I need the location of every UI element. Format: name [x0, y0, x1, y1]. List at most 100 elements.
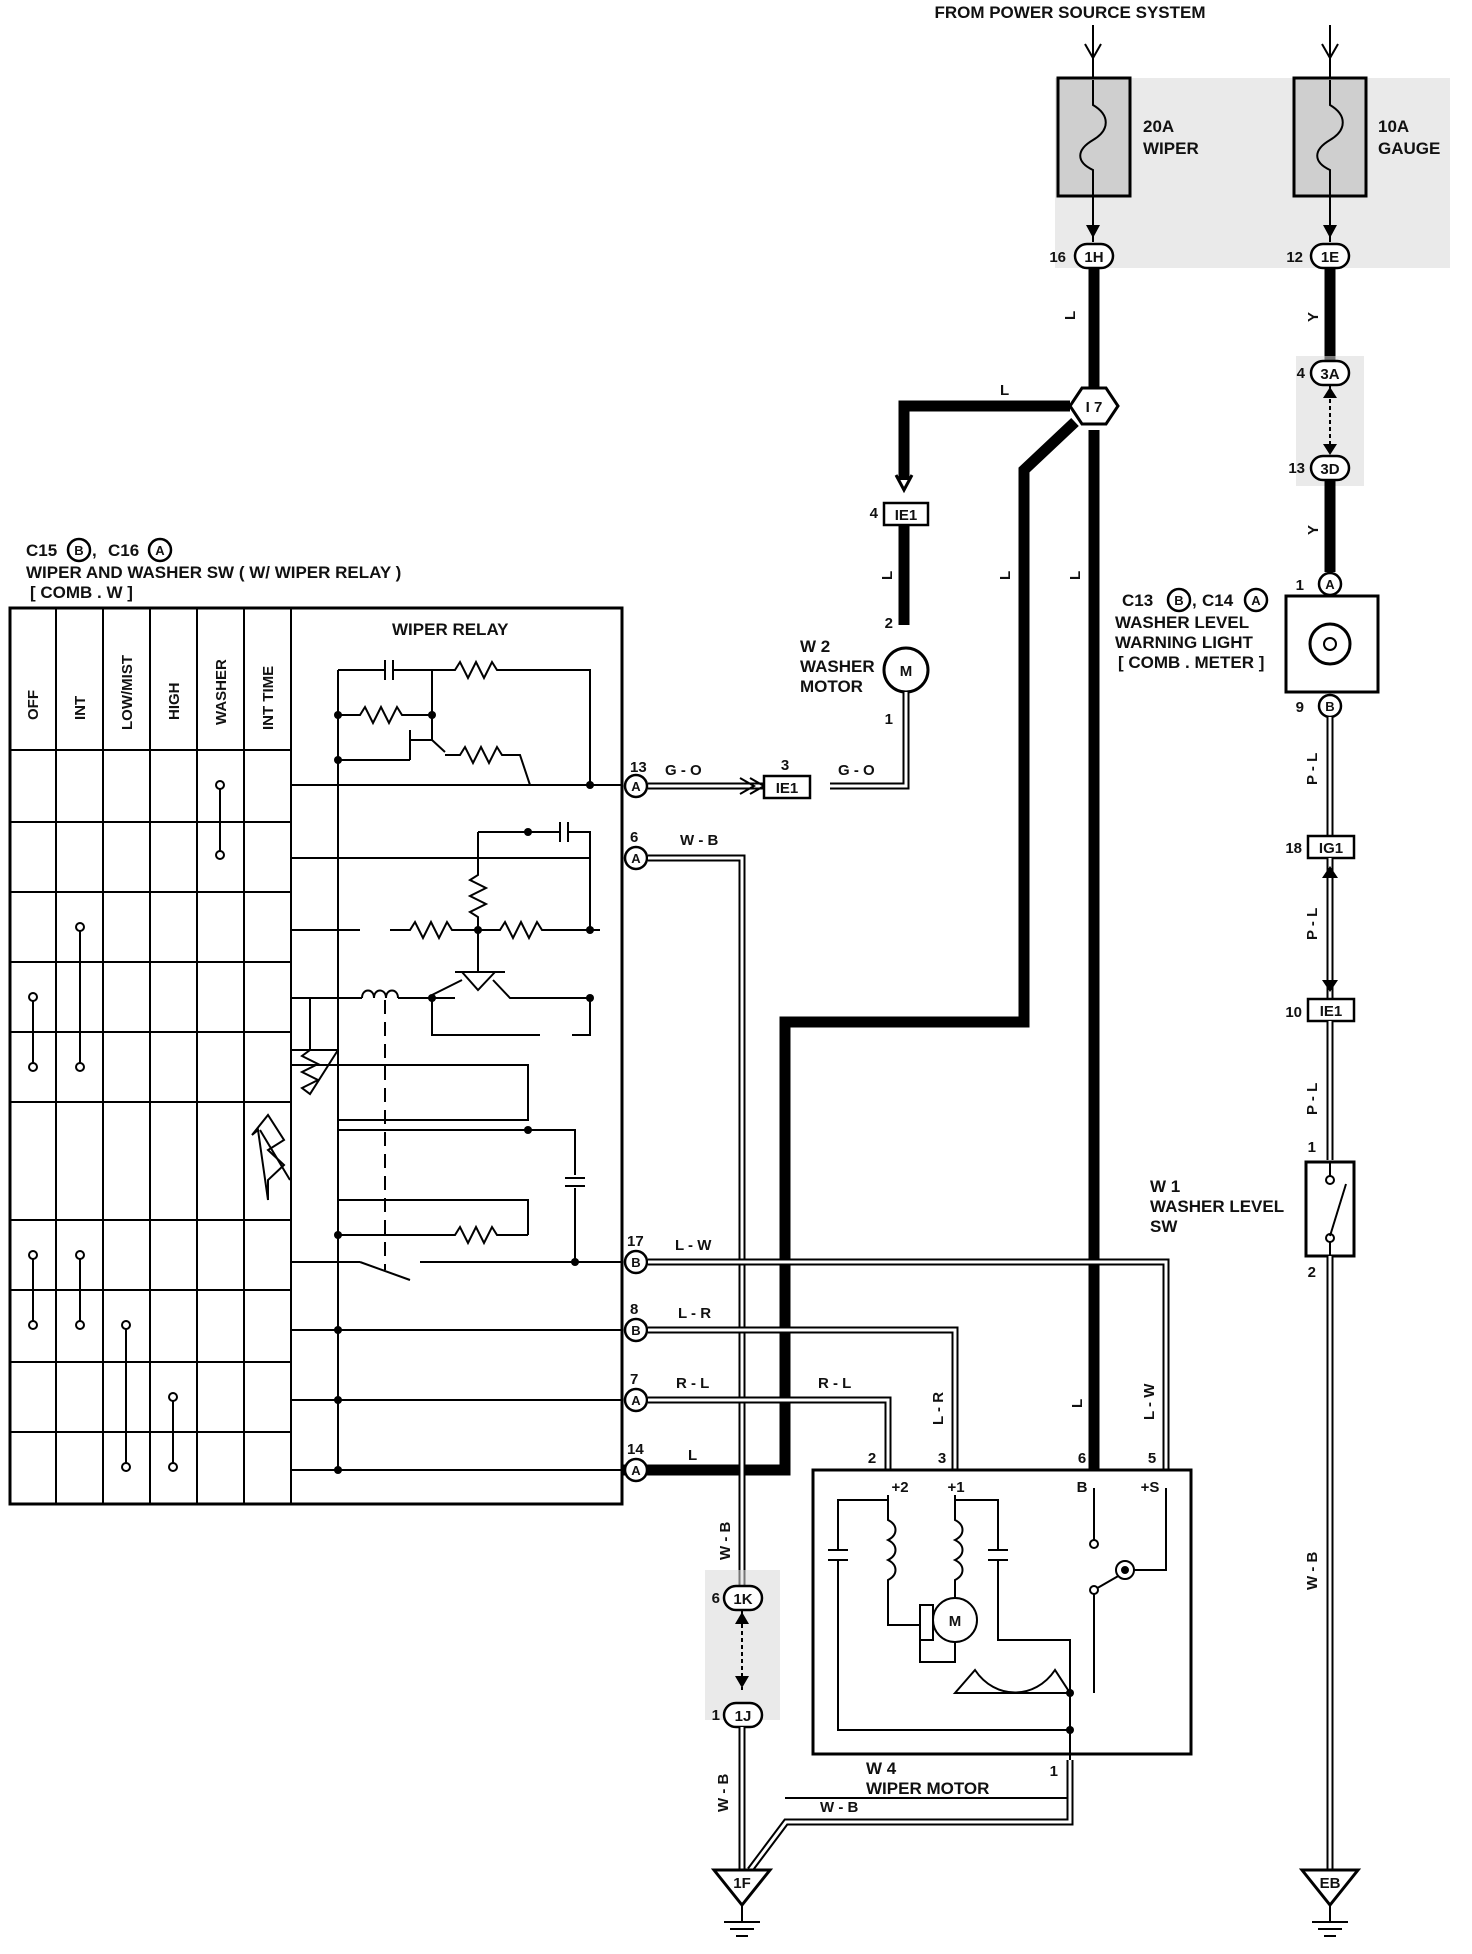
col-off: OFF — [25, 690, 42, 720]
connector-1J: 1 1J — [712, 1701, 764, 1729]
washer-motor-line1: WASHER — [800, 657, 875, 676]
switch-terminal-8: 8 B — [623, 1301, 649, 1343]
svg-text:L: L — [879, 571, 896, 580]
switch-terminal-6: 6 A — [623, 829, 649, 871]
col-high: HIGH — [166, 683, 183, 721]
svg-text:A: A — [1251, 593, 1261, 608]
svg-text:WIPER AND WASHER SW ( W/ WIPER: WIPER AND WASHER SW ( W/ WIPER RELAY ) — [26, 563, 401, 582]
switch-body — [8, 606, 624, 1506]
warning-light-label: C13 B , C14 A WASHER LEVEL WARNING LIGHT… — [1115, 587, 1269, 672]
svg-text:1: 1 — [1308, 1139, 1316, 1156]
junction-I7: I 7 — [1068, 386, 1120, 426]
power-source-label: FROM POWER SOURCE SYSTEM — [934, 3, 1205, 22]
ground-1F: 1F — [710, 1868, 774, 1937]
svg-text:,: , — [92, 541, 97, 560]
svg-text:WARNING LIGHT: WARNING LIGHT — [1115, 633, 1253, 652]
connector-IE1-3: 3 IE1 — [762, 757, 812, 800]
svg-text:C13: C13 — [1122, 591, 1153, 610]
svg-text:+1: +1 — [947, 1479, 964, 1496]
washer-motor-ref: W 2 — [800, 637, 830, 656]
fuse-2-rating: 10A — [1378, 117, 1409, 136]
switch-terminal-14: 14 A — [623, 1441, 649, 1483]
connector-1K: 6 1K — [712, 1584, 764, 1612]
svg-text:2: 2 — [868, 1450, 876, 1467]
svg-text:W 1: W 1 — [1150, 1177, 1180, 1196]
svg-text:5: 5 — [1148, 1450, 1156, 1467]
svg-text:L - W: L - W — [675, 1237, 712, 1254]
svg-text:R - L: R - L — [676, 1375, 709, 1392]
svg-text:L: L — [688, 1447, 697, 1464]
svg-text:B: B — [1325, 699, 1334, 714]
svg-text:M: M — [949, 1613, 962, 1630]
svg-text:W - B: W - B — [820, 1799, 858, 1816]
switch-title: C15 B , C16 A WIPER AND WASHER SW ( W/ W… — [26, 537, 401, 602]
svg-text:A: A — [1325, 577, 1335, 592]
svg-text:W - B: W - B — [680, 832, 718, 849]
svg-text:IE1: IE1 — [1320, 1003, 1343, 1020]
fuse-1-rating: 20A — [1143, 117, 1174, 136]
wiper-motor: 2 3 6 5 +2 +1 B +S 1 — [811, 1450, 1193, 1780]
svg-text:10: 10 — [1285, 1004, 1302, 1021]
svg-text:W - B: W - B — [1304, 1552, 1321, 1590]
svg-text:P - L: P - L — [1304, 753, 1321, 785]
svg-text:3A: 3A — [1320, 366, 1339, 383]
svg-text:6: 6 — [712, 1590, 720, 1607]
wiper-motor-internals: M — [785, 1488, 1167, 1799]
svg-text:Y: Y — [1305, 312, 1322, 322]
svg-text:L: L — [1069, 1399, 1086, 1408]
svg-text:B: B — [631, 1255, 640, 1270]
svg-text:A: A — [155, 543, 165, 558]
svg-text:,: , — [1192, 591, 1197, 610]
svg-text:WASHER LEVEL: WASHER LEVEL — [1115, 613, 1249, 632]
svg-text:1J: 1J — [735, 1708, 752, 1725]
washer-motor: 2 M 1 W 2 WASHER MOTOR — [800, 615, 930, 728]
svg-text:6: 6 — [630, 829, 638, 846]
svg-text:EB: EB — [1320, 1875, 1341, 1892]
svg-text:L: L — [1067, 571, 1084, 580]
svg-text:13: 13 — [630, 759, 647, 776]
svg-text:C14: C14 — [1202, 591, 1234, 610]
svg-text:2: 2 — [1308, 1264, 1316, 1281]
svg-text:M: M — [900, 663, 913, 680]
switch-contacts — [28, 780, 225, 1472]
svg-text:Y: Y — [1305, 525, 1322, 535]
svg-text:W - B: W - B — [715, 1774, 732, 1812]
svg-text:L - R: L - R — [678, 1305, 711, 1322]
svg-text:G - O: G - O — [838, 762, 875, 779]
svg-text:8: 8 — [630, 1301, 638, 1318]
svg-text:[ COMB . METER ]: [ COMB . METER ] — [1118, 653, 1264, 672]
ground-EB: EB — [1298, 1868, 1362, 1937]
svg-text:4: 4 — [1297, 365, 1306, 382]
relay-junction-dots — [334, 711, 594, 1474]
svg-text:4: 4 — [870, 505, 879, 522]
wiper-relay-label: WIPER RELAY — [392, 620, 509, 639]
connector-3D: 13 3D — [1288, 454, 1351, 482]
svg-text:1: 1 — [1050, 1763, 1058, 1780]
svg-text:13: 13 — [1288, 460, 1305, 477]
svg-text:C16: C16 — [108, 541, 139, 560]
svg-text:+2: +2 — [891, 1479, 908, 1496]
svg-text:17: 17 — [627, 1233, 644, 1250]
wire-label-L-washer: L — [1000, 382, 1009, 399]
svg-text:B: B — [1077, 1479, 1088, 1496]
switch-terminal-17: 17 B — [623, 1233, 649, 1275]
wiper-motor-label: WIPER MOTOR — [866, 1779, 989, 1798]
svg-text:+S: +S — [1141, 1479, 1160, 1496]
svg-text:1: 1 — [885, 711, 893, 728]
svg-text:18: 18 — [1285, 840, 1302, 857]
svg-text:P - L: P - L — [1304, 908, 1321, 940]
svg-text:A: A — [631, 851, 641, 866]
svg-text:[ COMB . W ]: [ COMB . W ] — [30, 583, 133, 602]
svg-text:3D: 3D — [1320, 461, 1339, 478]
svg-text:16: 16 — [1049, 249, 1066, 266]
svg-text:WASHER LEVEL: WASHER LEVEL — [1150, 1197, 1284, 1216]
svg-text:12: 12 — [1286, 249, 1303, 266]
svg-text:1: 1 — [712, 1707, 720, 1724]
svg-text:A: A — [631, 779, 641, 794]
wire-label-L-top: L — [1062, 311, 1079, 320]
washer-motor-line2: MOTOR — [800, 677, 863, 696]
svg-text:R - L: R - L — [818, 1375, 851, 1392]
svg-text:14: 14 — [627, 1441, 644, 1458]
svg-text:P - L: P - L — [1304, 1083, 1321, 1115]
svg-text:7: 7 — [630, 1371, 638, 1388]
